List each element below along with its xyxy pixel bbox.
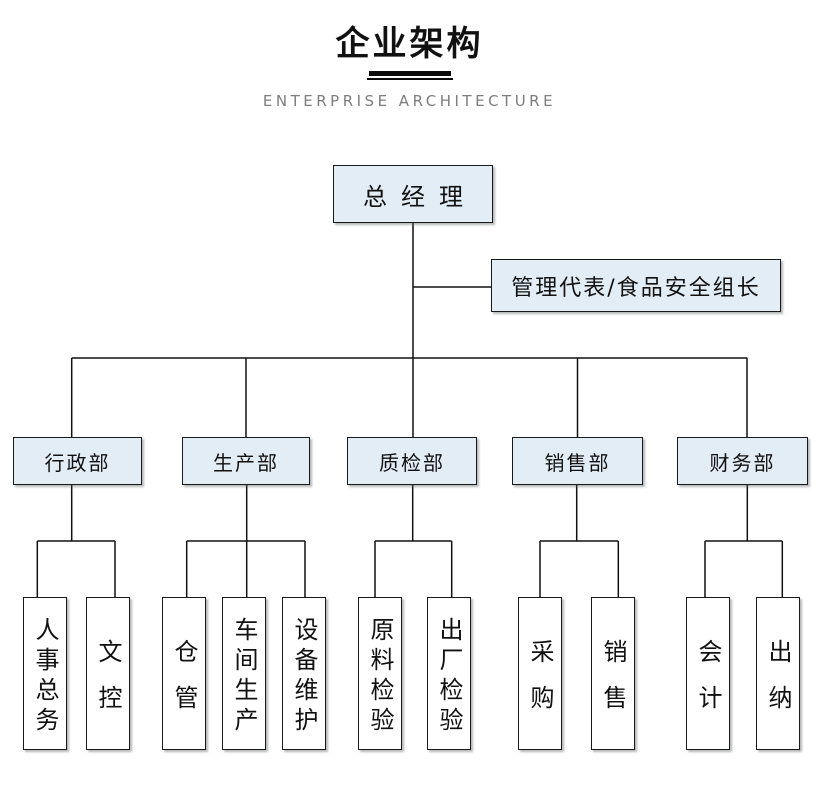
node-equipment-maintenance: 设备维护 [282,597,326,750]
node-warehouse-management: 仓管 [162,597,206,750]
node-label: 文控 [94,638,122,731]
node-sales: 销售 [591,597,635,750]
node-document-control: 文控 [86,597,130,750]
node-label: 原料检验 [366,616,394,737]
node-dept-finance: 财务部 [677,437,808,485]
node-dept-production: 生产部 [182,437,310,485]
node-label: 出厂检验 [435,616,463,737]
node-hr-general-affairs: 人事总务 [23,597,67,750]
page-subtitle: ENTERPRISE ARCHITECTURE [262,92,557,110]
title-underline-thick [368,71,451,76]
node-accounting: 会计 [686,597,730,750]
node-label: 人事总务 [31,616,59,737]
title-underline-thin [366,78,453,80]
node-raw-material-inspection: 原料检验 [358,597,402,750]
node-label: 会计 [694,638,722,731]
node-cashier: 出纳 [756,597,800,750]
node-label: 车间生产 [230,616,258,737]
node-workshop-production: 车间生产 [222,597,266,750]
node-label: 出纳 [764,638,792,731]
node-dept-sales: 销售部 [512,437,643,485]
node-label: 销售 [599,638,627,731]
page-title: 企业架构 [335,24,484,64]
node-management-rep-food-safety-leader: 管理代表/食品安全组长 [491,259,781,312]
node-dept-quality-inspection: 质检部 [347,437,477,485]
node-label: 设备维护 [290,616,318,737]
node-outgoing-inspection: 出厂检验 [427,597,471,750]
node-label: 采购 [526,638,554,731]
node-dept-admin: 行政部 [13,437,142,485]
node-procurement: 采购 [518,597,562,750]
node-label: 仓管 [170,638,198,731]
node-general-manager: 总经理 [333,165,493,223]
